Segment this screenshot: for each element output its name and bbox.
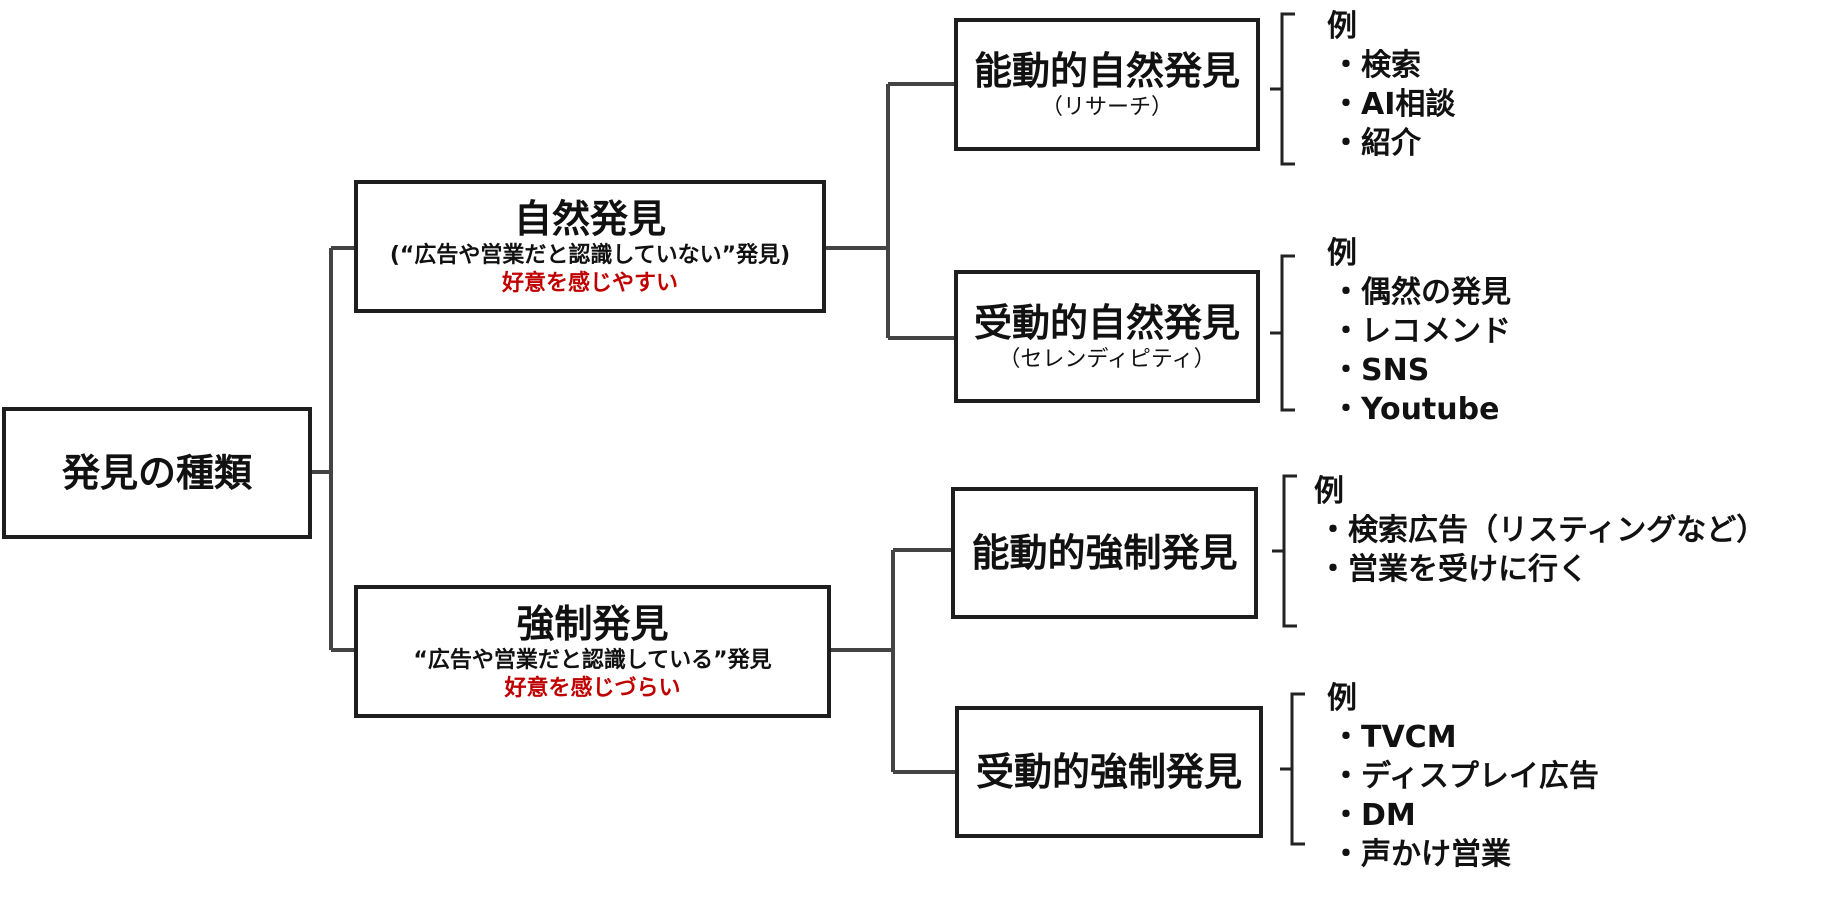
passive-forced-title: 受動的強制発見 (975, 750, 1242, 794)
passive-natural-box: 受動的自然発見 （セレンディピティ） (954, 270, 1260, 403)
passive-natural-example-item: ・SNS (1331, 353, 1430, 388)
forced-connector (830, 548, 957, 774)
bracket-passive-forced (1280, 692, 1305, 846)
forced-discovery-box: 強制発見 “広告や営業だと認識している”発見 好意を感じづらい (354, 585, 831, 718)
passive-forced-example-item: ・声かけ営業 (1331, 837, 1511, 872)
active-forced-box: 能動的強制発見 (951, 487, 1258, 619)
root-connector (310, 246, 356, 652)
bracket-active-forced (1272, 474, 1297, 628)
root-box: 発見の種類 (2, 407, 312, 539)
active-forced-example-item: ・検索広告（リスティングなど） (1318, 513, 1767, 548)
bracket-passive-natural (1270, 254, 1295, 412)
forced-note: 好意を感じづらい (504, 675, 681, 701)
active-natural-example-item: ・検索 (1331, 48, 1421, 83)
active-natural-example-label: 例 (1327, 9, 1357, 44)
passive-natural-example-item: ・偶然の発見 (1331, 275, 1511, 310)
root-title: 発見の種類 (61, 451, 252, 495)
passive-natural-example-item: ・Youtube (1331, 392, 1500, 427)
passive-natural-title: 受動的自然発見 (973, 300, 1240, 345)
passive-forced-example-item: ・DM (1331, 798, 1416, 833)
passive-natural-subtitle: （セレンディピティ） (998, 346, 1216, 372)
active-forced-example-label: 例 (1314, 474, 1344, 509)
passive-forced-example-item: ・ディスプレイ広告 (1331, 759, 1599, 794)
active-forced-example-item: ・営業を受けに行く (1318, 552, 1588, 587)
natural-note: 好意を感じやすい (501, 270, 678, 296)
passive-natural-example-label: 例 (1327, 236, 1357, 271)
passive-forced-example-item: ・TVCM (1331, 720, 1457, 755)
passive-forced-box: 受動的強制発見 (955, 706, 1263, 838)
natural-discovery-box: 自然発見 (“広告や営業だと認識していない”発見) 好意を感じやすい (354, 180, 826, 313)
active-natural-title: 能動的自然発見 (973, 48, 1240, 93)
active-natural-example-item: ・AI相談 (1331, 87, 1456, 122)
active-natural-example-item: ・紹介 (1331, 126, 1421, 161)
bracket-active-natural (1270, 12, 1295, 166)
active-forced-title: 能動的強制発見 (971, 531, 1238, 575)
natural-subtitle: (“広告や営業だと認識していない”発見) (389, 242, 791, 268)
passive-natural-example-item: ・レコメンド (1331, 314, 1511, 349)
forced-title: 強制発見 (516, 601, 669, 646)
forced-subtitle: “広告や営業だと認識している”発見 (413, 647, 772, 673)
active-natural-subtitle: （リサーチ） (1040, 94, 1173, 120)
passive-forced-example-label: 例 (1327, 681, 1357, 716)
natural-title: 自然発見 (513, 196, 666, 241)
active-natural-box: 能動的自然発見 （リサーチ） (954, 18, 1260, 151)
natural-connector (825, 82, 956, 340)
